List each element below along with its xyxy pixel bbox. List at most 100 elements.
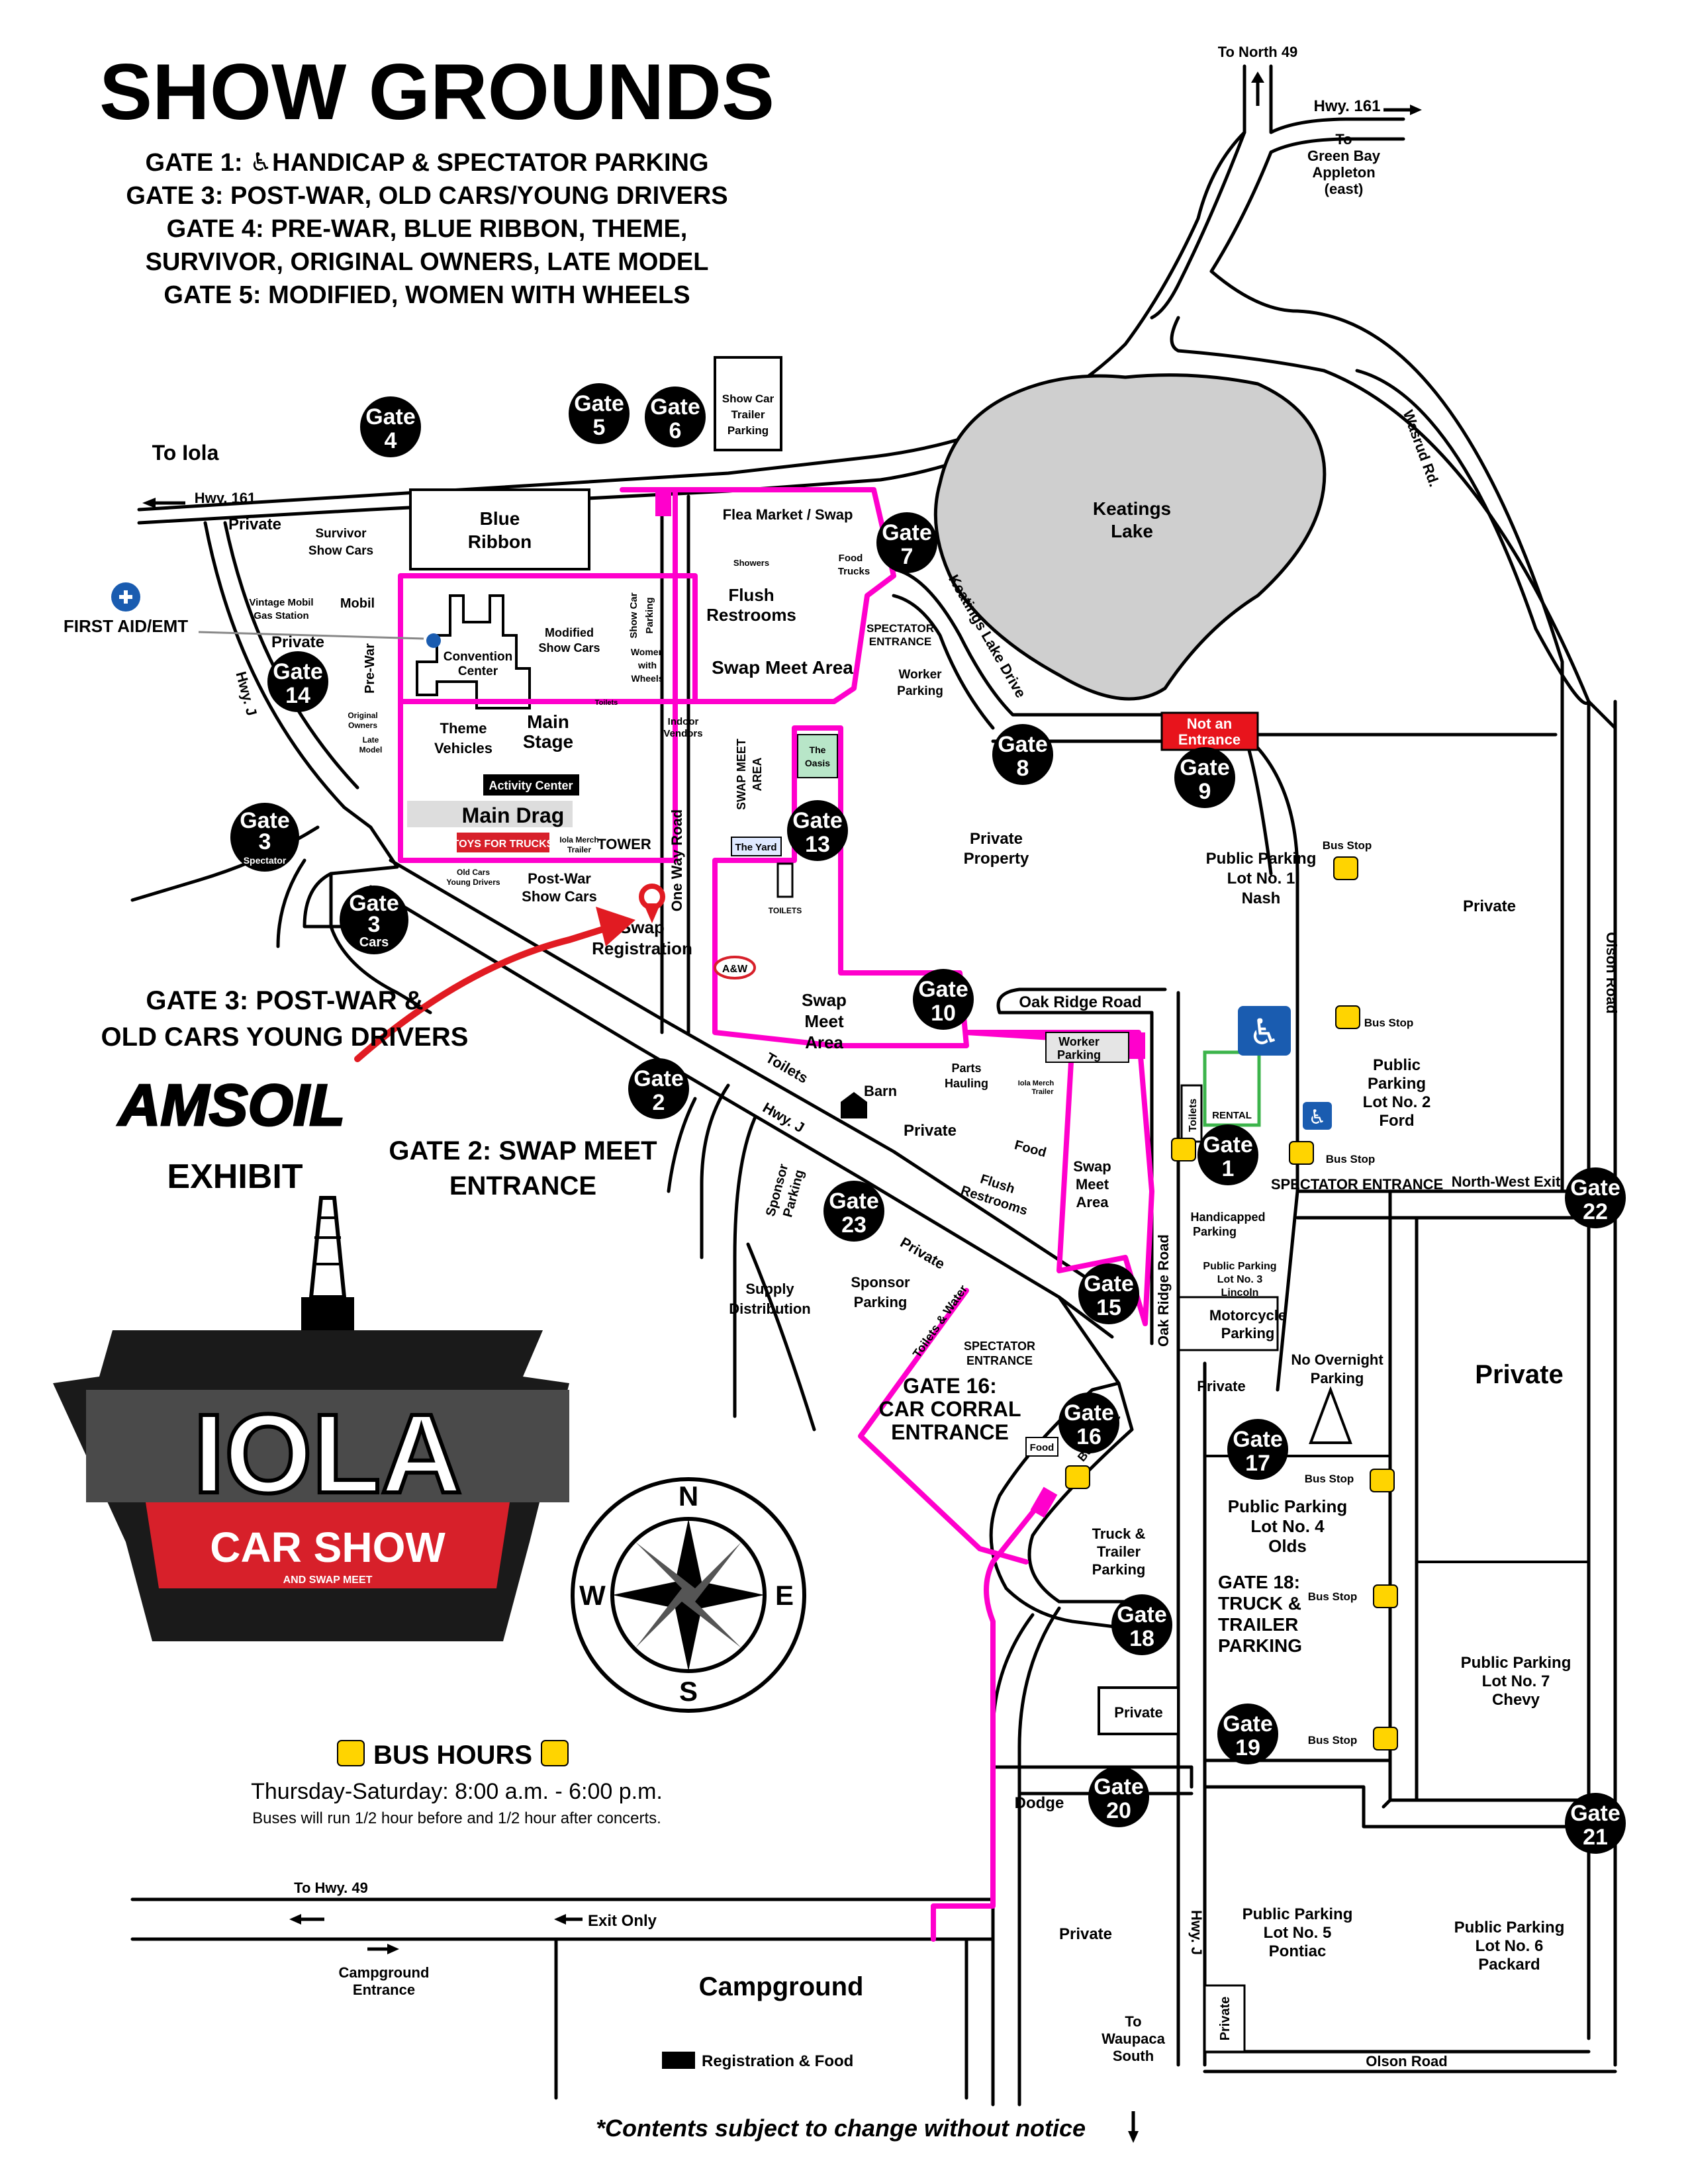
road-gate9: [991, 713, 1558, 743]
gate-16-circle: [1058, 1392, 1119, 1453]
road-wasrud: [1355, 369, 1591, 705]
survivor-show-cars: Survivor: [315, 527, 367, 541]
first-aid-label: FIRST AID/EMT: [64, 616, 188, 636]
road-olson-v-label: Olson Road: [1603, 932, 1620, 1013]
gate-20-number: 20: [1106, 1798, 1131, 1823]
north-arrow-head: [1251, 71, 1264, 83]
barn-label: Barn: [864, 1083, 897, 1099]
main-drag-label: Main Drag: [462, 803, 565, 827]
pre-war-label: Pre-War: [363, 643, 377, 694]
gate-20-circle: [1088, 1766, 1149, 1827]
gate-17-circle: [1227, 1419, 1288, 1480]
the-oasis-label: The: [810, 745, 826, 755]
theme-vehicles-2: Vehicles: [434, 740, 492, 756]
gate-2-circle: [628, 1058, 689, 1119]
gate-3-cars-number: 3: [368, 912, 381, 937]
first-aid-cross-icon: [119, 590, 132, 604]
sponsor-parking-2: Parking: [854, 1294, 908, 1310]
food-trucks-label-2: Trucks: [838, 566, 870, 577]
bus-icon-8: [1065, 1465, 1090, 1489]
private-18-box: [1098, 1686, 1180, 1735]
post-war-show-cars-2: Show Cars: [522, 888, 597, 905]
indoor-vendors: Indoor: [668, 716, 699, 727]
gate-9-label: Gate: [1180, 755, 1230, 780]
private-right: Private: [1463, 897, 1516, 915]
road-left-curve: [276, 858, 432, 1015]
swap-border-corral: [858, 1288, 1049, 1942]
swap-meet-area-right: Swap: [1073, 1158, 1111, 1175]
swap-border-main: [398, 699, 678, 863]
gate-8-circle: [992, 724, 1053, 785]
compass-s: S: [679, 1676, 698, 1707]
road-olson-v: [1587, 700, 1617, 2067]
first-aid-pointer: [198, 631, 424, 640]
public-parking-5-2: Lot No. 5: [1264, 1924, 1332, 1942]
logo-sub: CAR SHOW: [210, 1524, 445, 1571]
toilets-mid-box: [776, 862, 794, 898]
gate-10-label: Gate: [918, 977, 968, 1002]
compass-w: W: [579, 1580, 606, 1611]
convention-center-label: Convention: [444, 650, 513, 664]
triangle-gate17: [1309, 1386, 1352, 1444]
gate-18-label: Gate: [1117, 1602, 1167, 1627]
gate-5-label: Gate: [574, 391, 624, 416]
private-mid: Private: [904, 1122, 957, 1140]
map-title: SHOW GROUNDS: [99, 48, 774, 136]
showers-label: Showers: [733, 558, 769, 568]
show-car-parking-v: Show Car: [628, 592, 639, 638]
gate-22-number: 22: [1583, 1199, 1608, 1224]
amsoil-logo: AMSOIL: [117, 1072, 345, 1138]
road-hwy-j-diag-b: [369, 885, 1114, 1339]
gate-5-circle: [569, 383, 630, 444]
flush-restrooms-top-2: Restrooms: [706, 605, 796, 625]
gate-7-circle: [876, 512, 937, 573]
handicapped-parking: Handicapped: [1190, 1210, 1265, 1224]
public-parking-7-3: Chevy: [1492, 1691, 1540, 1709]
registration-building: [662, 2052, 695, 2069]
compass-e: E: [775, 1580, 794, 1611]
gate18-truck: GATE 18:: [1218, 1572, 1300, 1592]
campground-entrance-2: Entrance: [353, 1981, 415, 1998]
private-bottom: Private: [1059, 1925, 1112, 1943]
logo-tower-bars: [314, 1216, 341, 1265]
to-green-bay-3: Appleton: [1312, 164, 1375, 181]
private-18: Private: [1114, 1704, 1162, 1721]
callout-arrow-head: [596, 907, 635, 946]
private-diag: Private: [898, 1234, 948, 1272]
late-model: Late: [363, 735, 379, 745]
gate-22-circle: [1565, 1167, 1626, 1228]
bus-hours-title: BUS HOURS: [373, 1741, 532, 1770]
gate-14-label: Gate: [273, 659, 323, 684]
lot-7-box: [1415, 1561, 1590, 1801]
gate-18-number: 18: [1129, 1626, 1154, 1651]
aw-sign: [714, 956, 756, 979]
logo-red-badge: [146, 1502, 510, 1588]
gate-15-circle: [1078, 1263, 1139, 1324]
activity-center-label: Activity Center: [489, 779, 573, 792]
public-parking-1-3: Nash: [1242, 889, 1281, 907]
food-16-box: [1025, 1437, 1058, 1457]
bus-icons: [337, 856, 1398, 1766]
to-north-49: To North 49: [1218, 44, 1298, 60]
worker-parking-top-2: Parking: [897, 684, 943, 698]
gate-23-label: Gate: [829, 1189, 879, 1214]
gate-9-number: 9: [1199, 779, 1211, 804]
swap-marker-1: [655, 490, 671, 516]
bus-icon-6: [1373, 1584, 1398, 1608]
motorcycle-parking-2: Parking: [1221, 1325, 1275, 1342]
main-stage: Main: [527, 711, 569, 732]
road-one-way: [660, 494, 690, 1034]
public-parking-7: Public Parking: [1461, 1654, 1571, 1672]
old-cars-young-drivers: Old Cars: [457, 868, 490, 877]
gate-16-number: 16: [1076, 1424, 1102, 1449]
gate-14-circle: [267, 651, 328, 712]
compass: N S E W: [571, 1477, 806, 1713]
public-parking-5: Public Parking: [1243, 1905, 1353, 1923]
bus-icon-4: [1171, 1138, 1196, 1161]
public-parking-3: Public Parking: [1203, 1261, 1276, 1272]
public-parking-5-3: Pontiac: [1269, 1942, 1327, 1960]
spectator-entrance-top-2: ENTRANCE: [869, 635, 931, 648]
